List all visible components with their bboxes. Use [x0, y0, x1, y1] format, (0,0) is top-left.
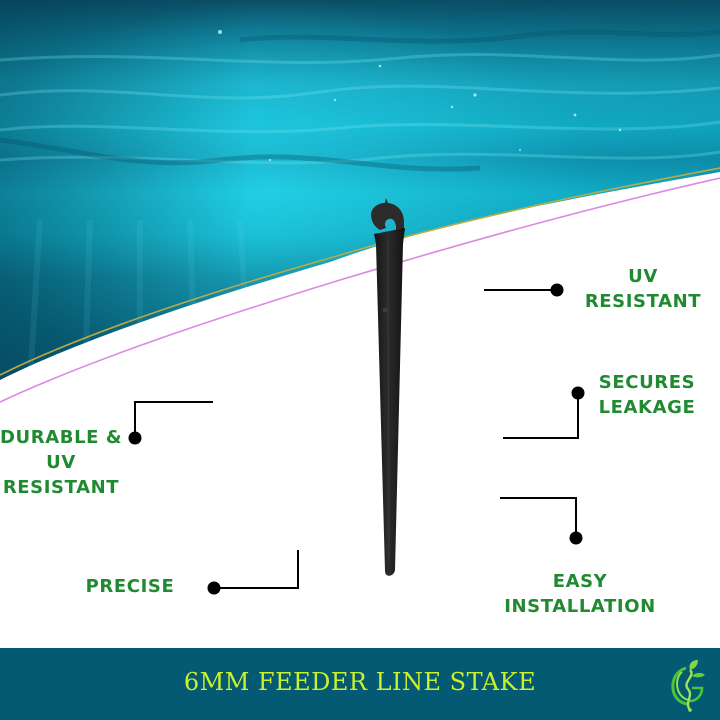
curve-pink-line	[0, 177, 720, 403]
feature-line: LEAKAGE	[598, 397, 696, 418]
dot-secures-leakage	[571, 386, 585, 400]
product-title: 6MM FEEDER LINE STAKE	[183, 668, 537, 696]
dot-durable	[128, 431, 142, 445]
feature-easy-installation: EASY INSTALLATION	[498, 569, 662, 619]
title-banner: 6MM FEEDER LINE STAKE	[0, 648, 720, 720]
feature-line: UV	[46, 452, 76, 473]
leaf-g-logo-icon	[671, 660, 705, 712]
feature-uv-resistant: UV RESISTANT	[583, 264, 703, 314]
feature-line: EASY	[552, 571, 608, 592]
connector-durable	[134, 401, 213, 437]
feature-line: PRECISE	[85, 576, 175, 597]
feature-line: SECURES	[598, 372, 696, 393]
product-infographic: UV RESISTANT SECURES LEAKAGE EASY INSTAL…	[0, 0, 720, 619]
feeder-line-stake-icon	[371, 198, 405, 576]
dot-easy-installation	[569, 531, 583, 545]
dot-uv-resistant	[550, 283, 564, 297]
feature-line: UV	[628, 266, 658, 287]
dot-precise	[207, 581, 221, 595]
connector-precise	[214, 550, 299, 589]
callout-connectors	[128, 283, 585, 595]
feature-line: DURABLE &	[0, 427, 123, 448]
feature-precise: PRECISE	[80, 574, 180, 599]
feature-durable-uv-resistant: DURABLE & UV RESISTANT	[0, 425, 122, 500]
connector-easy-installation	[500, 497, 577, 538]
feature-line: INSTALLATION	[504, 596, 656, 617]
underwater-background	[0, 0, 720, 403]
feature-line: RESISTANT	[2, 477, 120, 498]
curve-gold-line	[0, 167, 720, 376]
connector-secures-leakage	[503, 395, 579, 439]
feature-secures-leakage: SECURES LEAKAGE	[592, 370, 702, 420]
feature-line: RESISTANT	[584, 291, 702, 312]
